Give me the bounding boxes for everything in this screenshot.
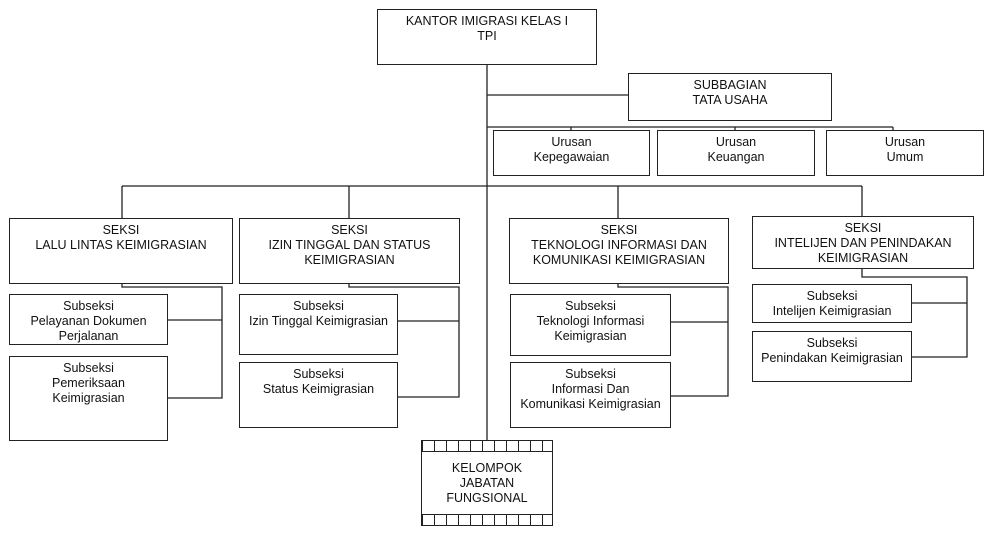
subseksi-name: Status Keimigrasian <box>262 382 375 396</box>
subseksi-name: Informasi Dan <box>551 382 630 396</box>
subseksi-name: Teknologi Informasi <box>536 314 645 328</box>
subseksi-label: Subseksi <box>293 367 344 381</box>
subseksi-name: Intelijen Keimigrasian <box>772 304 892 318</box>
bracket-teknologi <box>617 283 729 397</box>
bracket-lalu-lintas <box>121 283 223 399</box>
seksi-intelijen-box: SEKSI INTELIJEN DAN PENINDAKAN KEIMIGRAS… <box>752 216 974 269</box>
urusan-connector <box>487 126 894 131</box>
seksi-teknologi-box: SEKSI TEKNOLOGI INFORMASI DAN KOMUNIKASI… <box>509 218 729 284</box>
subseksi-label: Subseksi <box>565 367 616 381</box>
subseksi-pemeriksaan-box: Subseksi Pemeriksaan Keimigrasian <box>9 356 168 441</box>
seksi-name-cont: KEIMIGRASIAN <box>817 251 909 265</box>
seksi-connector <box>121 185 863 218</box>
subseksi-name: Pemeriksaan <box>52 376 125 390</box>
subseksi-informasi-komunikasi-box: Subseksi Informasi Dan Komunikasi Keimig… <box>510 362 671 428</box>
seksi-label: SEKSI <box>600 223 638 237</box>
kelompok-line1: KELOMPOK <box>451 460 523 475</box>
subbagian-line2: TATA USAHA <box>692 93 768 107</box>
subseksi-label: Subseksi <box>806 289 858 303</box>
urusan-label: Urusan <box>715 135 757 149</box>
kantor-box: KANTOR IMIGRASI KELAS I TPI <box>377 9 597 65</box>
subseksi-name-cont: Komunikasi Keimigrasian <box>520 397 661 411</box>
seksi-label: SEKSI <box>331 223 368 237</box>
seksi-name: TEKNOLOGI INFORMASI DAN <box>531 238 707 252</box>
urusan-name: Umum <box>886 150 924 164</box>
seksi-name: LALU LINTAS KEIMIGRASIAN <box>35 238 207 252</box>
subseksi-name-cont: Keimigrasian <box>52 391 125 405</box>
subseksi-name-cont: Perjalanan <box>58 329 119 343</box>
seksi-name-cont: KEIMIGRASIAN <box>304 253 395 267</box>
bracket-intelijen <box>861 268 968 358</box>
subseksi-label: Subseksi <box>293 299 344 313</box>
kelompok-jabatan-box: KELOMPOK JABATAN FUNGSIONAL <box>421 440 553 526</box>
urusan-keuangan-box: Urusan Keuangan <box>657 130 815 176</box>
kantor-line2: TPI <box>477 29 497 43</box>
grid-band-bottom <box>422 514 552 525</box>
subseksi-teknologi-informasi-box: Subseksi Teknologi Informasi Keimigrasia… <box>510 294 671 356</box>
seksi-name-cont: KOMUNIKASI KEIMIGRASIAN <box>532 253 706 267</box>
seksi-name: INTELIJEN DAN PENINDAKAN <box>774 236 952 250</box>
grid-band-top <box>422 441 552 452</box>
urusan-umum-box: Urusan Umum <box>826 130 984 176</box>
kantor-line1: KANTOR IMIGRASI KELAS I <box>405 14 569 28</box>
subseksi-label: Subseksi <box>63 361 114 375</box>
subseksi-izin-tinggal-box: Subseksi Izin Tinggal Keimigrasian <box>239 294 398 355</box>
urusan-name: Kepegawaian <box>533 150 610 164</box>
subseksi-pelayanan-box: Subseksi Pelayanan Dokumen Perjalanan <box>9 294 168 345</box>
urusan-name: Keuangan <box>707 150 765 164</box>
seksi-izin-tinggal-box: SEKSI IZIN TINGGAL DAN STATUS KEIMIGRASI… <box>239 218 460 284</box>
seksi-lalu-lintas-box: SEKSI LALU LINTAS KEIMIGRASIAN <box>9 218 233 284</box>
subseksi-name: Penindakan Keimigrasian <box>761 351 903 365</box>
subseksi-label: Subseksi <box>63 299 114 313</box>
subseksi-status-box: Subseksi Status Keimigrasian <box>239 362 398 428</box>
bracket-izin-tinggal <box>348 283 460 398</box>
seksi-label: SEKSI <box>102 223 140 237</box>
subseksi-intelijen-box: Subseksi Intelijen Keimigrasian <box>752 284 912 323</box>
kelompok-line3: FUNGSIONAL <box>446 490 528 505</box>
seksi-label: SEKSI <box>844 221 882 235</box>
urusan-kepegawaian-box: Urusan Kepegawaian <box>493 130 650 176</box>
kelompok-line2: JABATAN <box>459 475 515 490</box>
subseksi-penindakan-box: Subseksi Penindakan Keimigrasian <box>752 331 912 382</box>
subbagian-line1: SUBBAGIAN <box>693 78 767 92</box>
subseksi-name: Izin Tinggal Keimigrasian <box>249 314 388 328</box>
subseksi-label: Subseksi <box>565 299 616 313</box>
subseksi-name-cont: Keimigrasian <box>554 329 627 343</box>
urusan-label: Urusan <box>551 135 592 149</box>
urusan-label: Urusan <box>884 135 926 149</box>
subseksi-label: Subseksi <box>806 336 858 350</box>
subseksi-name: Pelayanan Dokumen <box>30 314 147 328</box>
subbagian-box: SUBBAGIAN TATA USAHA <box>628 73 832 121</box>
seksi-name: IZIN TINGGAL DAN STATUS <box>268 238 431 252</box>
